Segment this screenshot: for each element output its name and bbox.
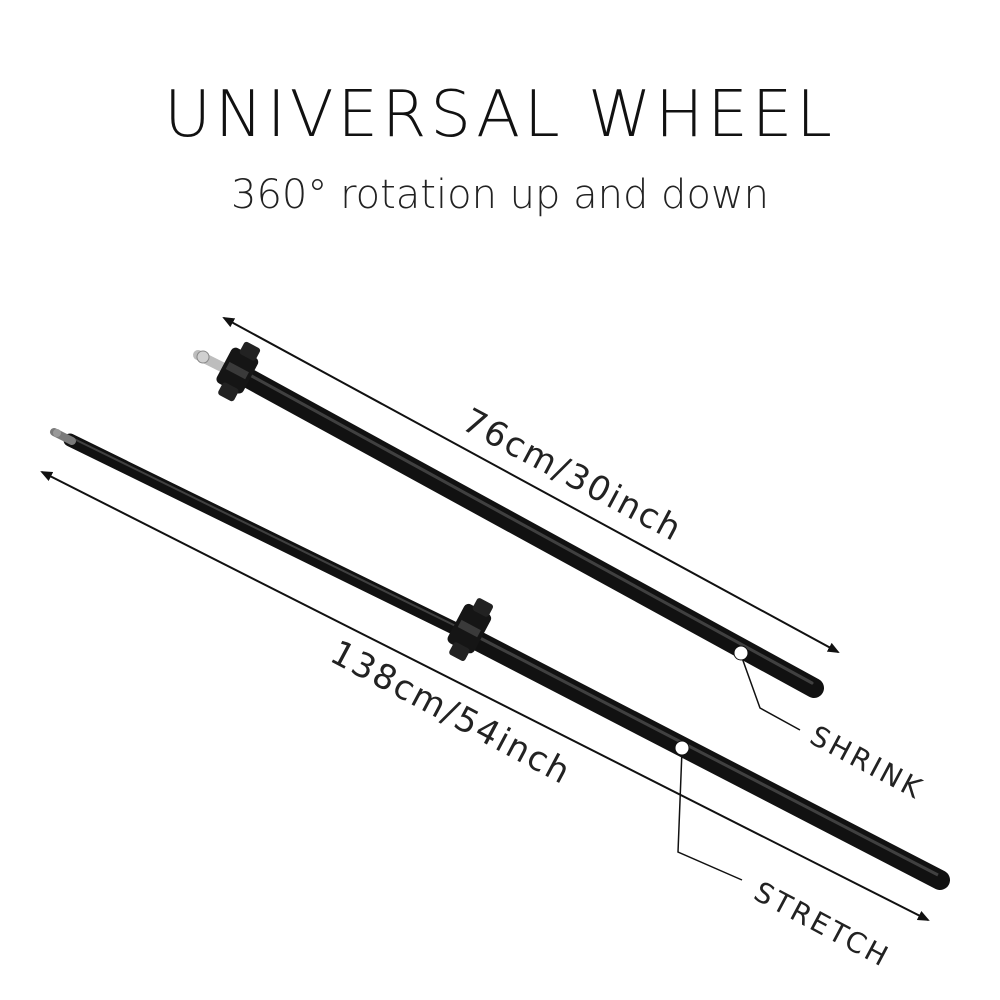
short-pole — [193, 341, 824, 698]
page-subtitle: 360° rotation up and down — [231, 172, 769, 218]
long-pole-stud — [50, 428, 76, 445]
short-pole-dimension-arrow — [222, 317, 840, 653]
long-pole-length-label: 138cm/54inch — [324, 633, 578, 794]
stretch-marker — [674, 740, 690, 756]
long-pole — [50, 428, 950, 890]
page-title: UNIVERSAL WHEEL — [164, 78, 836, 152]
stretch-label: STRETCH — [749, 875, 896, 974]
short-pole-stud — [193, 350, 227, 372]
shrink-marker — [733, 645, 749, 661]
long-pole-clamp — [447, 598, 494, 661]
short-pole-clamp — [216, 341, 261, 402]
short-pole-length-label: 76cm/30inch — [456, 401, 689, 550]
long-pole-dimension-arrow — [40, 471, 930, 921]
shrink-label: SHRINK — [805, 719, 930, 806]
